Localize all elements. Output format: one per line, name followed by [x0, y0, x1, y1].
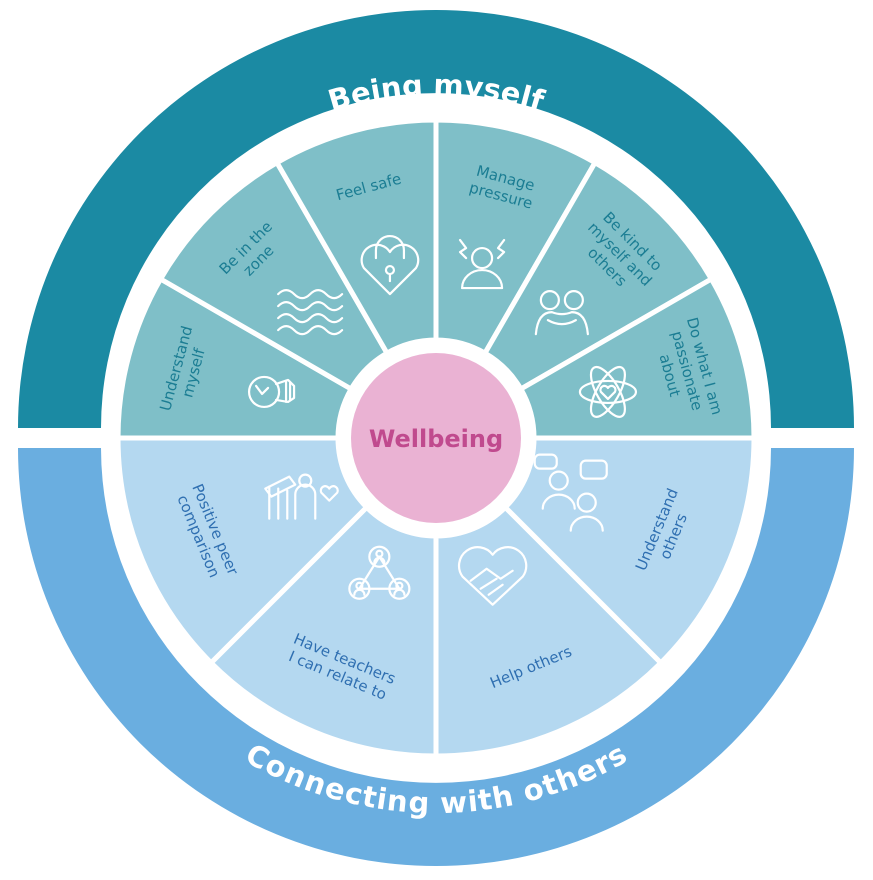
lightbulb-icon — [247, 375, 296, 409]
hug-icon — [534, 290, 589, 336]
heart-lock-icon — [360, 235, 420, 296]
segment-label: Be in thezone — [216, 218, 289, 291]
segment-be-kind-to-myself-and-others — [481, 159, 715, 393]
peer-group-icon — [264, 473, 339, 520]
segment-manage-pressure — [433, 117, 599, 357]
segment-feel-safe — [273, 117, 439, 357]
connected-people-icon — [348, 545, 411, 600]
segment-help-others — [433, 503, 665, 759]
segment-have-teachers-i-can-relate-to — [207, 503, 439, 759]
thinking-people-icon — [533, 453, 608, 532]
segment-do-what-i-am-passionate-about — [517, 275, 757, 441]
connecting-with-others-ring — [18, 448, 854, 866]
stressed-person-icon — [458, 238, 506, 290]
segment-understand-others — [501, 435, 757, 667]
atom-heart-icon — [578, 365, 638, 418]
handshake-heart-icon — [457, 546, 528, 606]
wellbeing-center — [351, 353, 521, 523]
being-myself-ring — [18, 10, 854, 428]
waves-icon — [277, 289, 344, 336]
segment-positive-peer-comparison — [115, 435, 371, 667]
center-label: Wellbeing — [369, 425, 503, 453]
